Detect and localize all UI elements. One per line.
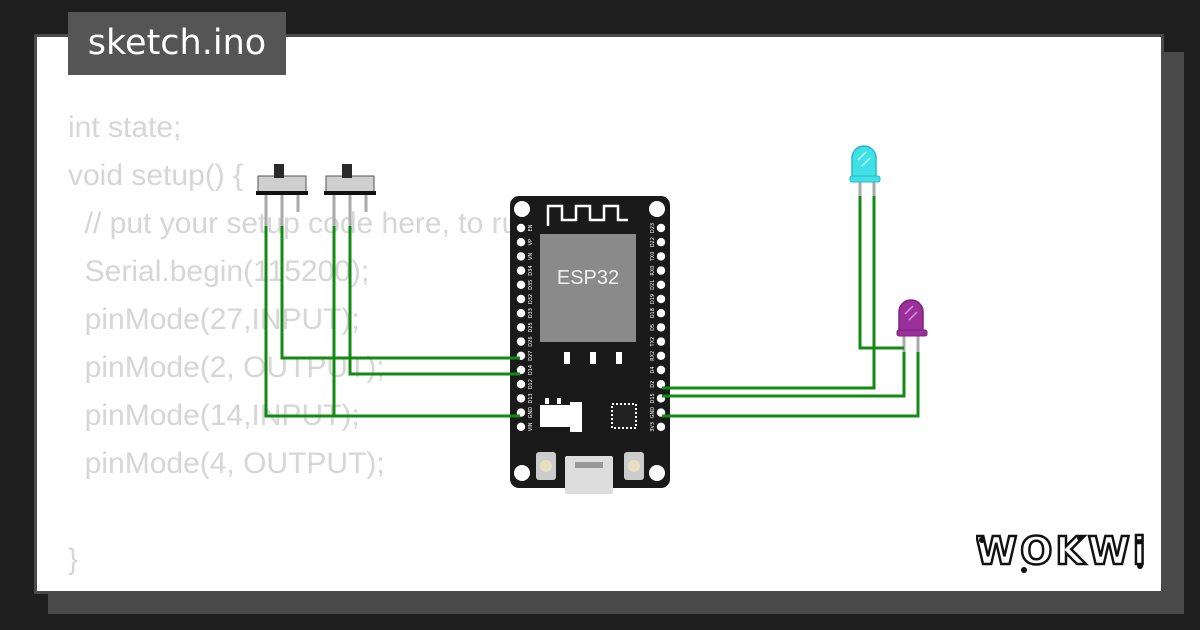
wire-cyan-anode — [662, 196, 876, 390]
code-line: Serial.begin(115200); — [68, 255, 370, 288]
pin-hole[interactable] — [516, 223, 526, 233]
pin-label: D18 — [650, 308, 656, 318]
pin-label: GND — [650, 407, 656, 419]
pin-label: D34 — [528, 265, 534, 275]
pin-label: D27 — [528, 351, 534, 361]
wire-switch1-d14 — [280, 226, 520, 360]
reset-button[interactable] — [624, 452, 644, 480]
pin-label: D14 — [528, 365, 534, 375]
pin-hole[interactable] — [516, 394, 526, 403]
pin-label: TX2 — [650, 337, 656, 348]
pin-hole[interactable] — [516, 280, 526, 289]
wokwi-logo: WOKWi — [976, 528, 1148, 575]
pin-hole[interactable] — [516, 323, 526, 332]
pin-hole[interactable] — [656, 223, 666, 233]
pin-hole[interactable] — [516, 252, 526, 261]
pin-label: D12 — [528, 379, 534, 389]
wire-cyan-cathode — [858, 196, 904, 350]
pin-label: D23 — [650, 223, 656, 233]
pin-label: D25 — [528, 322, 534, 332]
pin-label: VP — [528, 239, 534, 245]
mount-hole — [649, 201, 665, 217]
led-cyan[interactable] — [849, 145, 881, 196]
pin-label: VN — [528, 253, 534, 260]
boot-button[interactable] — [536, 452, 556, 480]
pin-label: EN — [528, 224, 534, 231]
voltage-regulator — [540, 405, 570, 427]
code-line — [68, 488, 617, 536]
pin-label: D19 — [650, 294, 656, 304]
code-line: void setup() { — [68, 159, 244, 192]
pin-hole[interactable] — [656, 337, 666, 346]
pin-label: 3V3 — [650, 422, 656, 432]
pin-label: D4 — [650, 366, 656, 373]
slide-switch-1[interactable] — [256, 164, 308, 226]
pin-hole[interactable] — [516, 266, 526, 275]
pin-label: VIN — [528, 422, 534, 431]
pin-hole[interactable] — [656, 238, 666, 247]
pin-hole[interactable] — [516, 337, 526, 346]
file-tab[interactable]: sketch.ino — [68, 12, 286, 75]
pin-hole[interactable] — [656, 266, 666, 275]
pin-hole[interactable] — [516, 309, 526, 318]
pin-hole[interactable] — [656, 294, 666, 304]
pin-hole[interactable] — [656, 365, 666, 375]
code-line: pinMode(4, OUTPUT); — [68, 447, 385, 480]
wire-switch1-gnd — [264, 226, 520, 418]
chip-label: ESP32 — [557, 267, 619, 289]
wire-purple-cathode — [662, 352, 920, 418]
code-line: int state; — [68, 111, 182, 144]
pin-hole[interactable] — [656, 280, 666, 289]
pin-label: D33 — [528, 308, 534, 318]
pin-label: RX2 — [650, 351, 656, 361]
pin-label: D35 — [528, 280, 534, 290]
pin-label: GND — [528, 407, 534, 419]
mount-hole — [514, 465, 530, 481]
code-line: pinMode(27,INPUT); — [68, 303, 360, 336]
pin-label: D21 — [650, 280, 656, 290]
pin-label: D13 — [528, 393, 534, 403]
pin-hole[interactable] — [656, 422, 666, 431]
pin-label: D2 — [650, 381, 656, 388]
pin-hole[interactable] — [516, 422, 526, 431]
code-line: } — [68, 543, 79, 576]
pin-hole[interactable] — [516, 380, 526, 389]
pin-hole[interactable] — [656, 252, 666, 261]
pin-label: D5 — [650, 324, 656, 331]
usb-uart-chip — [611, 403, 637, 429]
svg-text:WOKWi: WOKWi — [976, 529, 1148, 573]
usb-port — [565, 456, 613, 494]
pin-label: D22 — [650, 237, 656, 247]
pin-label: D26 — [528, 336, 534, 346]
pin-label: D32 — [528, 294, 534, 304]
esp32-chip — [540, 234, 636, 342]
pin-hole[interactable] — [656, 309, 666, 318]
pin-label: D15 — [650, 393, 656, 403]
esp32-board[interactable]: ESP32 ENVPVND34D35D32D33D25D26D27D14D12D… — [510, 196, 670, 494]
pin-hole[interactable] — [656, 323, 666, 332]
slide-switch-2[interactable] — [324, 164, 376, 226]
wire-purple-anode — [662, 352, 906, 398]
wires — [264, 196, 920, 418]
pin-hole[interactable] — [516, 294, 526, 304]
pin-hole[interactable] — [516, 238, 526, 247]
code-background: int state;void setup() { // put your set… — [68, 104, 617, 584]
pin-hole[interactable] — [656, 351, 666, 360]
pin-label: TX0 — [650, 252, 656, 263]
mount-hole — [649, 465, 665, 481]
antenna-trace — [546, 204, 628, 226]
mount-hole — [514, 201, 530, 217]
pin-hole[interactable] — [516, 365, 526, 375]
pin-label: RX0 — [650, 266, 656, 276]
pin-hole[interactable] — [656, 380, 666, 389]
wire-switch2-d27 — [348, 226, 520, 376]
